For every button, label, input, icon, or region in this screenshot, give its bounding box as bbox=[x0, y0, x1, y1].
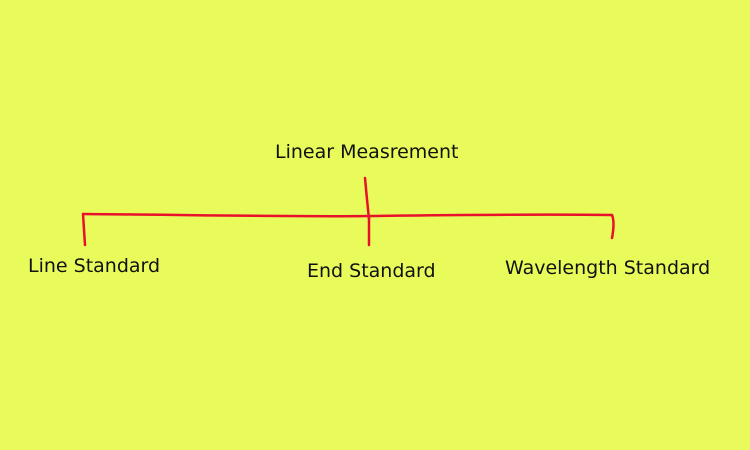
child-node-wavelength-standard: Wavelength Standard bbox=[505, 257, 711, 279]
child-node-line-standard: Line Standard bbox=[28, 255, 161, 277]
horizontal-bar bbox=[81, 212, 614, 218]
child-node-end-standard: End Standard bbox=[307, 260, 436, 282]
branch-line-standard bbox=[81, 212, 87, 247]
branch-wavelength-standard bbox=[610, 213, 615, 240]
root-node-label: Linear Measrement bbox=[275, 141, 459, 163]
root-stem bbox=[363, 176, 371, 221]
